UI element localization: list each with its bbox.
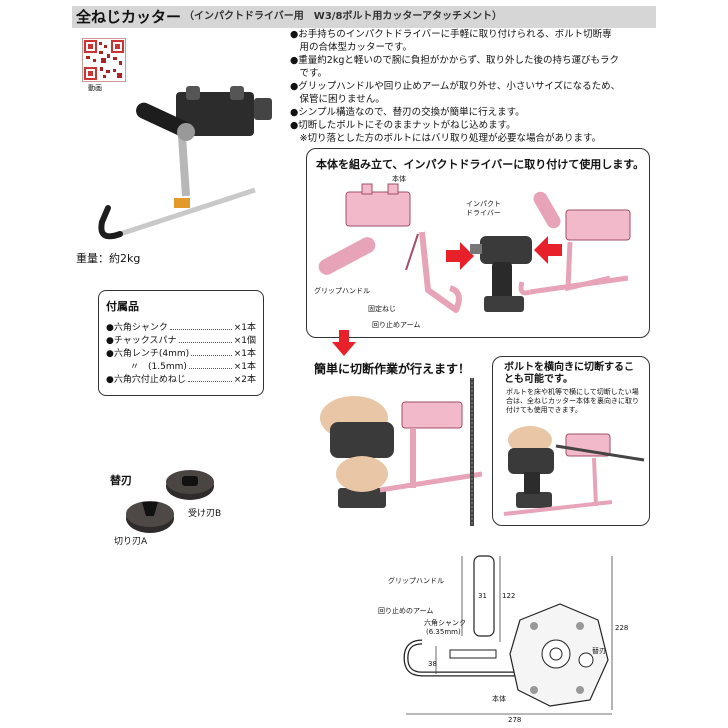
bullet-line: 保管に困りません。: [290, 94, 385, 105]
side-cut-panel: [492, 356, 650, 526]
product-photo: [98, 86, 272, 240]
list-item: ●六角穴付止めねじ ×2本: [106, 372, 256, 385]
label-driver: インパクト ドライバー: [466, 200, 501, 217]
dim-label-body: 本体: [492, 695, 506, 703]
bullet-line: ●シンプル構造なので、替刃の交換が簡単に行えます。: [290, 107, 525, 118]
label-grip: グリップハンドル: [314, 287, 370, 295]
label-arm: 回り止めアーム: [372, 321, 421, 329]
bullet-line: ●グリップハンドルや回り止めアームが取り外せ、小さいサイズになるため、: [290, 81, 621, 92]
item-qty: ×1本: [233, 362, 256, 372]
dim-label-shank-size: (6.35mm): [426, 628, 461, 636]
dimension-diagram: [403, 555, 613, 715]
qr-code[interactable]: [82, 38, 126, 82]
leader-dots: [188, 359, 232, 369]
accessories-title: 付属品: [106, 300, 139, 313]
side-cut-illustration: [503, 426, 645, 516]
side-cut-title: ボルトを横向きに切断することも可能です。: [504, 362, 634, 385]
item-qty: ×2本: [233, 375, 256, 385]
accessories-box: [98, 290, 264, 396]
leader-dots: [191, 346, 232, 356]
item-qty: ×1個: [233, 336, 256, 346]
item-qty: ×1本: [233, 349, 256, 359]
item-qty: ×1本: [233, 323, 256, 333]
page-title: 全ねじカッター: [76, 8, 182, 26]
dim-label-blade: 替刃: [592, 647, 606, 655]
list-item: ●六角レンチ(4mm) ×1本: [106, 346, 256, 359]
cutting-illustration: [320, 378, 483, 526]
header-bar: [72, 6, 656, 28]
qr-label: 動画: [88, 84, 102, 92]
blades-title: 替刃: [110, 474, 132, 487]
list-item: ●チャックスパナ ×1個: [106, 333, 256, 346]
list-item: 〃 (1.5mm) ×1本: [130, 359, 256, 372]
blade-b-label: 受け刃B: [188, 509, 222, 519]
dim-label-grip: グリップハンドル: [388, 577, 444, 585]
list-item: ●六角シャンク ×1本: [106, 320, 256, 333]
bullet-line: ●重量約2kgと軽いので腕に負担がかからず、取り外した後の持ち運びもラク: [290, 55, 620, 66]
bullet-line: ●お手持ちのインパクトドライバーに手軽に取り付けられる、ボルト切断専: [290, 29, 612, 40]
down-arrow-icon: [332, 330, 356, 356]
leader-dots: [178, 333, 232, 343]
assembly-illustration: [318, 183, 631, 313]
dim-value-38: 38: [428, 660, 437, 668]
weight-label: 重量：約2kg: [76, 252, 141, 265]
dim-value-228: 228: [615, 624, 629, 632]
leader-dots: [187, 372, 232, 382]
assembly-panel: [306, 148, 650, 338]
blade-a-label: 切り刃A: [114, 537, 148, 547]
blades-photo: [126, 470, 214, 533]
item-name: ●六角穴付止めねじ: [106, 375, 186, 385]
dim-label-shank: 六角シャンク: [424, 619, 466, 627]
bullet-line: 用の合体型カッターです。: [290, 42, 412, 53]
item-name: ●六角シャンク: [106, 323, 168, 333]
item-name: ●チャックスパナ: [106, 336, 177, 346]
bullet-line: ●切断したボルトにそのままナットがねじ込めます。: [290, 120, 516, 131]
page-subtitle: （インパクトドライバー用 W3/8ボルト用カッターアタッチメント）: [184, 11, 502, 22]
label-fix-screw: 固定ねじ: [368, 305, 396, 313]
label-body: 本体: [392, 175, 406, 183]
cutting-caption: 簡単に切断作業が行えます！: [314, 362, 471, 376]
side-cut-note: ボルトを床や机等で横にして切断したい場合は、全ねじカッター本体を裏向きに取り付け…: [506, 388, 639, 414]
dim-value-278: 278: [508, 716, 522, 724]
leader-dots: [169, 320, 232, 330]
dim-label-arm: 回り止めのアーム: [378, 607, 434, 615]
bullet-line: ※切り落とした方のボルトにはバリ取り処理が必要な場合があります。: [290, 133, 602, 144]
item-name: 〃 (1.5mm): [130, 362, 187, 372]
assembly-title: 本体を組み立て、インパクトドライバーに取り付けて使用します。: [316, 158, 645, 171]
bullet-line: です。: [290, 68, 328, 79]
item-name: ●六角レンチ(4mm): [106, 349, 190, 359]
dim-value-31: 31: [478, 592, 487, 600]
dim-value-122: 122: [502, 592, 516, 600]
